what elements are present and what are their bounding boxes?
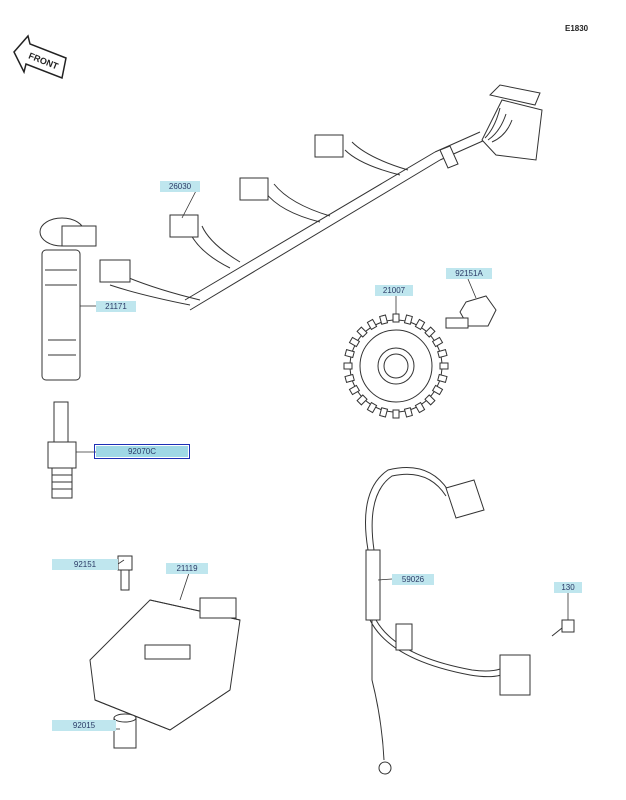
part-tag-92151[interactable]: 92151 xyxy=(52,559,118,570)
collar-drawing xyxy=(113,713,137,749)
ignition-coil-drawing xyxy=(39,217,97,381)
part-tag-92015[interactable]: 92015 xyxy=(52,720,116,731)
timing-rotor-drawing xyxy=(349,319,443,413)
part-tag-21119[interactable]: 21119 xyxy=(166,563,208,574)
pickup-sensor-drawing xyxy=(365,467,531,775)
wiring-harness-drawing xyxy=(99,84,543,311)
spark-plug-drawing xyxy=(47,401,77,499)
front-arrow-icon: FRONT xyxy=(13,34,67,80)
screw-drawing xyxy=(551,619,575,637)
part-tag-26030[interactable]: 26030 xyxy=(160,181,200,192)
flange-bolt-drawing xyxy=(445,295,497,329)
part-tag-130[interactable]: 130 xyxy=(554,582,582,593)
diagram-code: E1830 xyxy=(565,24,589,33)
leader-lines xyxy=(76,186,569,730)
part-tag-92070c[interactable]: 92070C xyxy=(94,444,190,459)
bolt-drawing xyxy=(117,555,133,591)
rotor-teeth xyxy=(343,313,449,419)
part-tag-21171[interactable]: 21171 xyxy=(96,301,136,312)
part-tag-21007[interactable]: 21007 xyxy=(375,285,413,296)
igniter-unit-drawing xyxy=(89,597,241,731)
part-tag-59026[interactable]: 59026 xyxy=(392,574,434,585)
part-tag-92151a[interactable]: 92151A xyxy=(446,268,492,279)
